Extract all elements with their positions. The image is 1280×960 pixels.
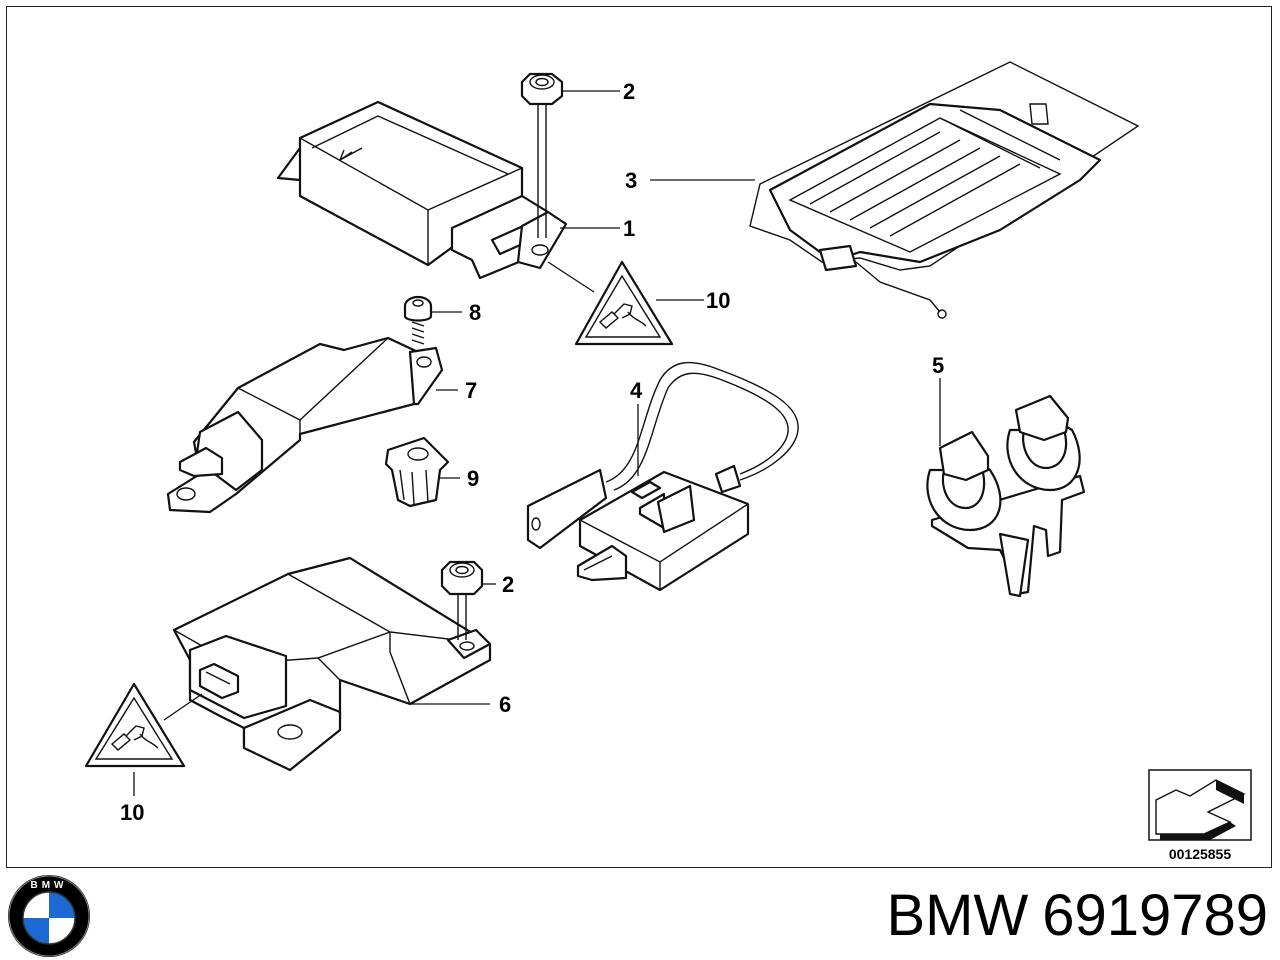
- callout-7: 7: [465, 378, 477, 403]
- part-4-adapter-lead: [526, 361, 799, 592]
- reference-code: 00125855: [1169, 846, 1232, 862]
- callout-3: 3: [625, 168, 637, 193]
- callout-2-top: 2: [623, 79, 635, 104]
- part-number: 6919789: [1042, 883, 1268, 948]
- bmw-logo-icon: BMW: [8, 875, 90, 957]
- callout-4: 4: [630, 378, 643, 403]
- callout-1: 1: [623, 216, 635, 241]
- part-6-control-unit: [172, 556, 492, 772]
- part-5-cable-clip: [926, 394, 1086, 598]
- part-3-seat-mat: [749, 61, 1140, 319]
- callout-10-top: 10: [706, 288, 730, 313]
- bmw-logo-text: BMW: [31, 880, 68, 891]
- callout-6: 6: [499, 692, 511, 717]
- part-9-expanding-nut: [384, 436, 450, 508]
- part-10-warning-label-bottom: [84, 682, 186, 768]
- callout-2-bottom: 2: [502, 572, 514, 597]
- callout-8: 8: [469, 300, 481, 325]
- part-1-control-unit: [276, 100, 568, 280]
- reference-box: 00125855: [1148, 769, 1252, 862]
- leader-lines: [133, 90, 941, 796]
- callout-10-bottom: 10: [120, 800, 144, 825]
- part-2-nut-top: [520, 72, 564, 238]
- brand-name: BMW: [886, 883, 1029, 948]
- callouts: 2 1 3 10 8 7 9 4 5 2 6 10: [120, 79, 944, 825]
- part-2-nut-bottom: [440, 560, 484, 640]
- callout-9: 9: [467, 466, 479, 491]
- part-10-warning-label-top: [574, 260, 674, 346]
- part-8-screw: [403, 295, 433, 345]
- callout-5: 5: [932, 353, 944, 378]
- part-7-sensor: [166, 336, 444, 514]
